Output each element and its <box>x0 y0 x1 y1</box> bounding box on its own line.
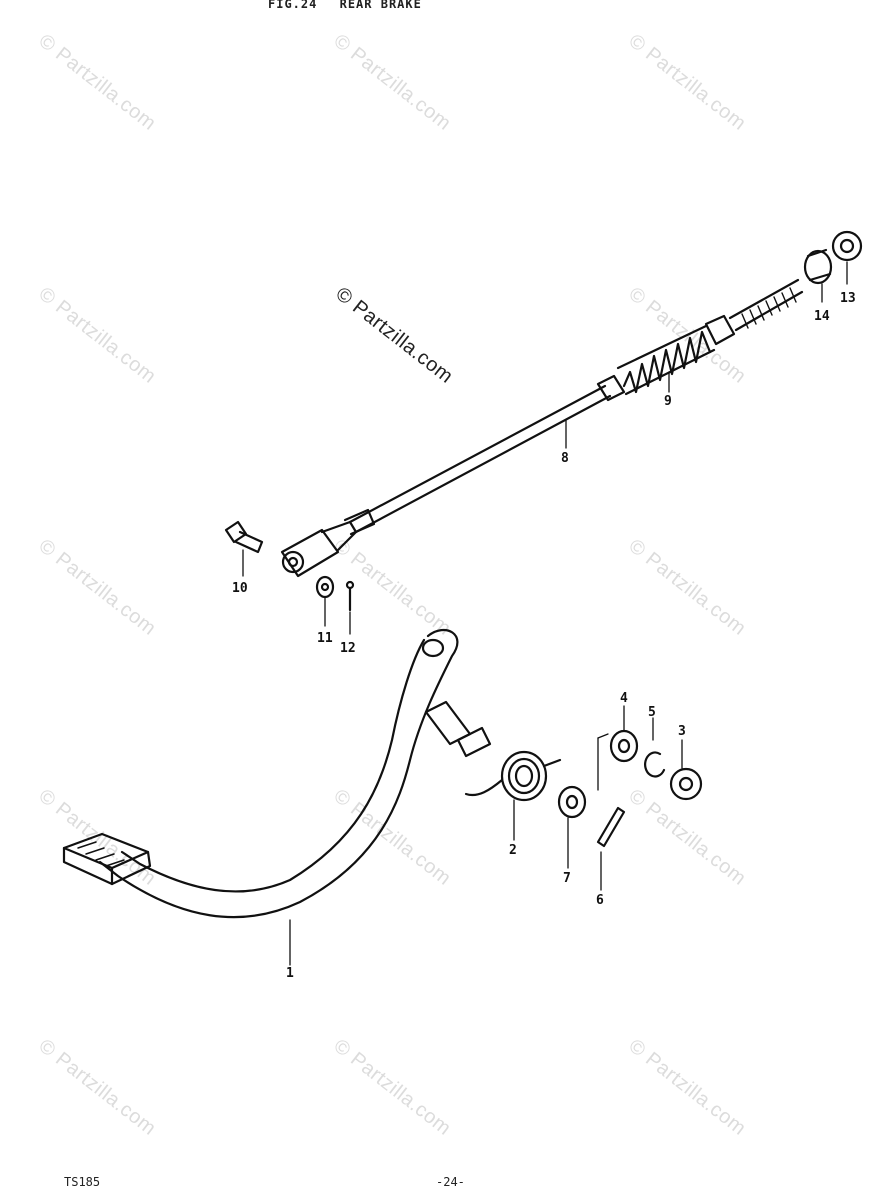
callout-6: 6 <box>596 893 604 908</box>
pin-6 <box>596 806 626 848</box>
callout-9: 9 <box>664 394 672 409</box>
callout-4: 4 <box>620 691 628 706</box>
threaded-rod-end <box>704 278 804 346</box>
adjusting-nut-13 <box>831 230 863 262</box>
page-number: -24- <box>436 1175 465 1189</box>
cotter-pin-12 <box>345 580 355 612</box>
callout-2: 2 <box>509 843 517 858</box>
rod-joint-14 <box>803 248 833 285</box>
clevis-pin-10 <box>224 520 264 554</box>
rod-spring <box>616 324 716 396</box>
callout-10: 10 <box>232 581 248 596</box>
callout-8: 8 <box>561 451 569 466</box>
brake-pedal <box>62 628 492 919</box>
washer-7 <box>557 785 587 819</box>
figure-number: FIG.24 <box>268 0 318 11</box>
nut-3 <box>669 767 703 801</box>
model-code: TS185 <box>64 1175 101 1189</box>
circlip-5 <box>644 751 666 778</box>
callout-13: 13 <box>840 291 856 306</box>
return-spring <box>464 750 562 802</box>
callout-11: 11 <box>317 631 333 646</box>
callout-7: 7 <box>563 871 571 886</box>
callout-5: 5 <box>648 705 656 720</box>
figure-header: FIG.24 REAR BRAKE <box>268 0 436 11</box>
washer-11 <box>315 575 335 599</box>
washer-4 <box>609 729 639 763</box>
callout-14: 14 <box>814 309 830 324</box>
callout-1: 1 <box>286 966 294 981</box>
brake-rod <box>280 374 626 578</box>
callout-3: 3 <box>678 724 686 739</box>
figure-title: REAR BRAKE <box>339 0 422 11</box>
callout-12: 12 <box>340 641 356 656</box>
